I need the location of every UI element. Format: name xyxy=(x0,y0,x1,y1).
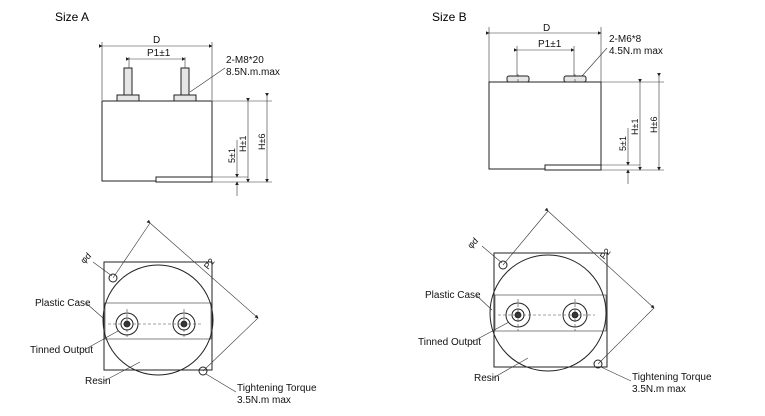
size-a-dim-5: 5±1 xyxy=(227,148,237,163)
size-a-title: Size A xyxy=(55,10,89,24)
size-b-label-plastic-case: Plastic Case xyxy=(425,290,481,301)
size-a-terminal-right-stud xyxy=(180,67,190,97)
size-a-mount-hole-top xyxy=(108,273,118,283)
size-a-screw-torque: 8.5N.m.max xyxy=(226,67,280,78)
size-b-label-resin: Resin xyxy=(474,373,500,384)
size-a-label-plastic-case: Plastic Case xyxy=(35,298,91,309)
size-a-side-view: Size A D P1±1 2-M8*20 8.5N.m.max H±1 H±6 xyxy=(55,10,280,196)
size-b-screw-torque: 4.5N.m max xyxy=(609,46,663,57)
size-a-label-tightening-value: 3.5N.m max xyxy=(237,395,291,406)
size-b-case-foot xyxy=(544,164,602,171)
size-a-p2-dimension-line xyxy=(146,219,259,319)
size-a-case-foot xyxy=(155,176,213,183)
size-a-mounting-plate xyxy=(103,261,213,371)
size-b-dim-h2: H±6 xyxy=(649,117,659,133)
size-a-label-resin: Resin xyxy=(85,376,111,387)
size-a-dim-p1: P1±1 xyxy=(147,48,171,59)
size-b-title: Size B xyxy=(432,10,467,24)
size-b-side-view: Size B D P1±1 2-M6*8 4.5N.m max H±1 H±6 xyxy=(432,10,664,184)
size-a-dim-d: D xyxy=(153,35,160,46)
size-a-terminal-left-base xyxy=(116,94,140,102)
size-a-dim-phid: φd xyxy=(78,251,93,266)
size-a-terminal-right-base xyxy=(173,94,197,102)
size-a-label-tightening: Tightening Torque xyxy=(237,383,317,394)
size-a-top-view: φd P2 Plastic Case Tinned Output Resin T… xyxy=(30,219,317,406)
size-b-mounting-plate xyxy=(493,252,608,368)
size-a-screw-leader xyxy=(189,67,226,93)
size-a-mount-hole-bottom xyxy=(198,366,208,376)
size-b-mount-hole-top xyxy=(498,260,508,270)
size-b-dim-5: 5±1 xyxy=(618,136,628,151)
size-a-screw-spec: 2-M8*20 xyxy=(226,55,264,66)
size-b-label-tightening: Tightening Torque xyxy=(632,372,712,383)
size-b-dim-d: D xyxy=(543,23,550,34)
size-b-label-tinned-output: Tinned Output xyxy=(418,337,481,348)
size-a-case-body xyxy=(101,100,213,182)
size-b-p2-dimension-line xyxy=(544,207,655,309)
size-a-dim-h1: H±1 xyxy=(238,136,248,152)
size-b-case-body xyxy=(488,81,602,170)
size-a-label-tinned-output: Tinned Output xyxy=(30,345,93,356)
size-b-screw-spec: 2-M6*8 xyxy=(609,34,642,45)
size-b-label-tightening-value: 3.5N.m max xyxy=(632,384,686,395)
size-a-dim-h2: H±6 xyxy=(257,134,267,150)
size-b-mount-hole-bottom xyxy=(593,359,603,369)
size-b-top-view: φd P2 Plastic Case Tinned Output Resin T… xyxy=(418,207,712,395)
size-b-dim-p1: P1±1 xyxy=(538,39,562,50)
size-b-phid-leader xyxy=(481,245,503,264)
size-b-dim-phid: φd xyxy=(465,236,480,251)
size-a-phid-leader xyxy=(92,261,113,277)
size-a-terminal-left-stud xyxy=(123,67,133,97)
size-b-dim-h1: H±1 xyxy=(630,119,640,135)
